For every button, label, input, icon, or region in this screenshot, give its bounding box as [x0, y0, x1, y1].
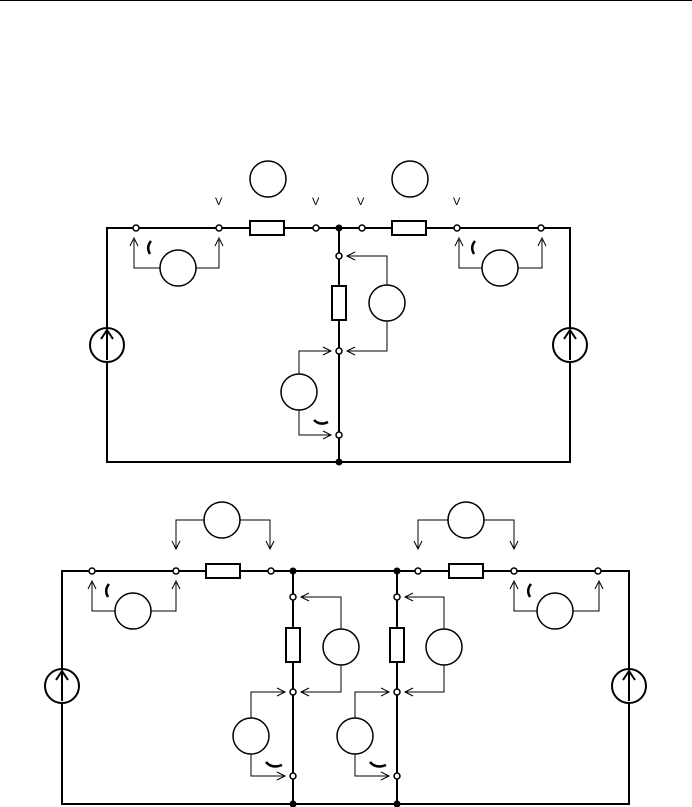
bottom-outer-wire [61, 570, 630, 805]
top-current-source-right [552, 327, 588, 363]
bottom-resistor-branch-2 [389, 627, 405, 663]
bottom-resistor-right [448, 563, 484, 579]
bottom-terminals [88, 567, 602, 780]
bottom-polarity-marks [105, 583, 532, 768]
v-marker-1: V [215, 196, 223, 208]
page-top-rule [0, 0, 692, 1]
bottom-resistor-left [205, 563, 241, 579]
bottom-junctions [289, 567, 401, 807]
top-current-source-left [89, 327, 125, 363]
top-terminals [132, 224, 545, 439]
v-marker-3: V [357, 196, 365, 208]
bottom-current-source-left [44, 668, 80, 704]
bottom-resistor-branch-1 [285, 627, 301, 663]
bottom-meter-circles [114, 501, 574, 755]
v-marker-4: V [453, 196, 461, 208]
bottom-meter-leads [87, 519, 604, 781]
top-resistor-left [249, 220, 285, 236]
top-resistor-middle [331, 285, 347, 321]
top-voltage-markers: V V V V [215, 196, 461, 208]
top-resistor-right [391, 220, 427, 236]
top-junctions [335, 224, 343, 466]
circuit-bottom [44, 501, 647, 807]
top-polarity-marks [147, 240, 476, 425]
top-meter-leads [129, 236, 547, 440]
circuit-top: V V V V [89, 160, 588, 466]
v-marker-2: V [312, 196, 320, 208]
bottom-current-source-right [611, 668, 647, 704]
